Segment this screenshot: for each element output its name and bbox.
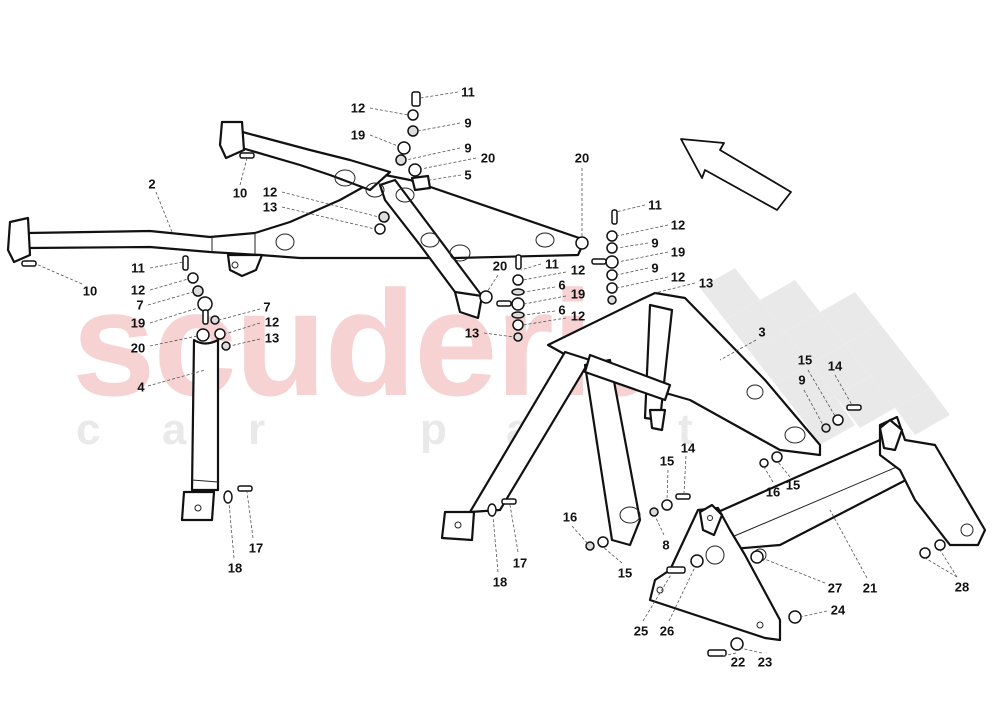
callout-label-20[interactable]: 20 [130,340,146,356]
callout-label-21[interactable]: 21 [862,580,878,596]
rear-a-frame[interactable] [440,291,822,547]
callout-label-19[interactable]: 19 [130,315,146,331]
callout-label-14[interactable]: 14 [680,440,696,456]
callout-label-25[interactable]: 25 [633,623,649,639]
leader-lines [35,91,958,657]
callout-label-7[interactable]: 7 [263,299,271,315]
callout-label-11[interactable]: 11 [131,260,145,276]
callout-label-20[interactable]: 20 [492,258,508,274]
callout-label-12[interactable]: 12 [570,262,586,278]
callout-label-26[interactable]: 26 [659,623,675,639]
callout-label-5[interactable]: 5 [464,167,472,183]
callout-label-17[interactable]: 17 [248,540,264,556]
callout-label-9[interactable]: 9 [798,372,806,388]
callout-label-19[interactable]: 19 [350,127,366,143]
callout-label-15[interactable]: 15 [785,477,801,493]
callout-label-6[interactable]: 6 [558,277,566,293]
callout-label-20[interactable]: 20 [574,150,590,166]
callout-label-9[interactable]: 9 [651,260,659,276]
callout-label-15[interactable]: 15 [797,352,813,368]
callout-label-2[interactable]: 2 [148,176,156,192]
callout-label-15[interactable]: 15 [659,453,675,469]
upper-y-crossmember[interactable] [6,120,587,320]
callout-label-18[interactable]: 18 [227,560,243,576]
callout-label-28[interactable]: 28 [954,579,970,595]
vertical-strut[interactable] [180,338,220,522]
hardware-parts [21,91,946,657]
callout-label-13[interactable]: 13 [698,275,714,291]
callout-label-18[interactable]: 18 [492,574,508,590]
callout-label-3[interactable]: 3 [758,324,766,340]
callout-label-13[interactable]: 13 [264,330,280,346]
callout-label-9[interactable]: 9 [651,235,659,251]
callout-label-19[interactable]: 19 [670,244,686,260]
callout-label-9[interactable]: 9 [464,115,472,131]
lower-crossmember-bracket[interactable] [648,415,987,642]
callout-label-12[interactable]: 12 [670,269,686,285]
callout-label-12[interactable]: 12 [264,314,280,330]
callout-label-12[interactable]: 12 [262,184,278,200]
callout-label-23[interactable]: 23 [757,654,773,670]
callout-label-19[interactable]: 19 [570,286,586,302]
callout-label-13[interactable]: 13 [464,325,480,341]
callout-label-12[interactable]: 12 [570,308,586,324]
callout-label-12[interactable]: 12 [670,217,686,233]
callout-label-7[interactable]: 7 [136,297,144,313]
callout-label-20[interactable]: 20 [480,150,496,166]
callout-label-11[interactable]: 11 [648,197,662,213]
callout-label-14[interactable]: 14 [827,358,843,374]
callout-label-16[interactable]: 16 [765,484,781,500]
callout-label-15[interactable]: 15 [617,565,633,581]
callout-label-12[interactable]: 12 [130,282,146,298]
callout-label-10[interactable]: 10 [232,185,248,201]
callout-label-10[interactable]: 10 [82,283,98,299]
callout-label-24[interactable]: 24 [830,602,846,618]
callout-label-8[interactable]: 8 [662,537,670,553]
callout-label-22[interactable]: 22 [730,654,746,670]
callout-label-16[interactable]: 16 [562,509,578,525]
front-direction-arrow [680,138,792,211]
callout-label-11[interactable]: 11 [461,84,475,100]
callout-label-6[interactable]: 6 [558,302,566,318]
callout-label-13[interactable]: 13 [262,199,278,215]
callout-label-4[interactable]: 4 [137,379,145,395]
callout-label-17[interactable]: 17 [512,555,528,571]
callout-label-27[interactable]: 27 [827,580,843,596]
callout-label-9[interactable]: 9 [464,140,472,156]
callout-label-11[interactable]: 11 [545,256,559,272]
callout-label-12[interactable]: 12 [350,100,366,116]
